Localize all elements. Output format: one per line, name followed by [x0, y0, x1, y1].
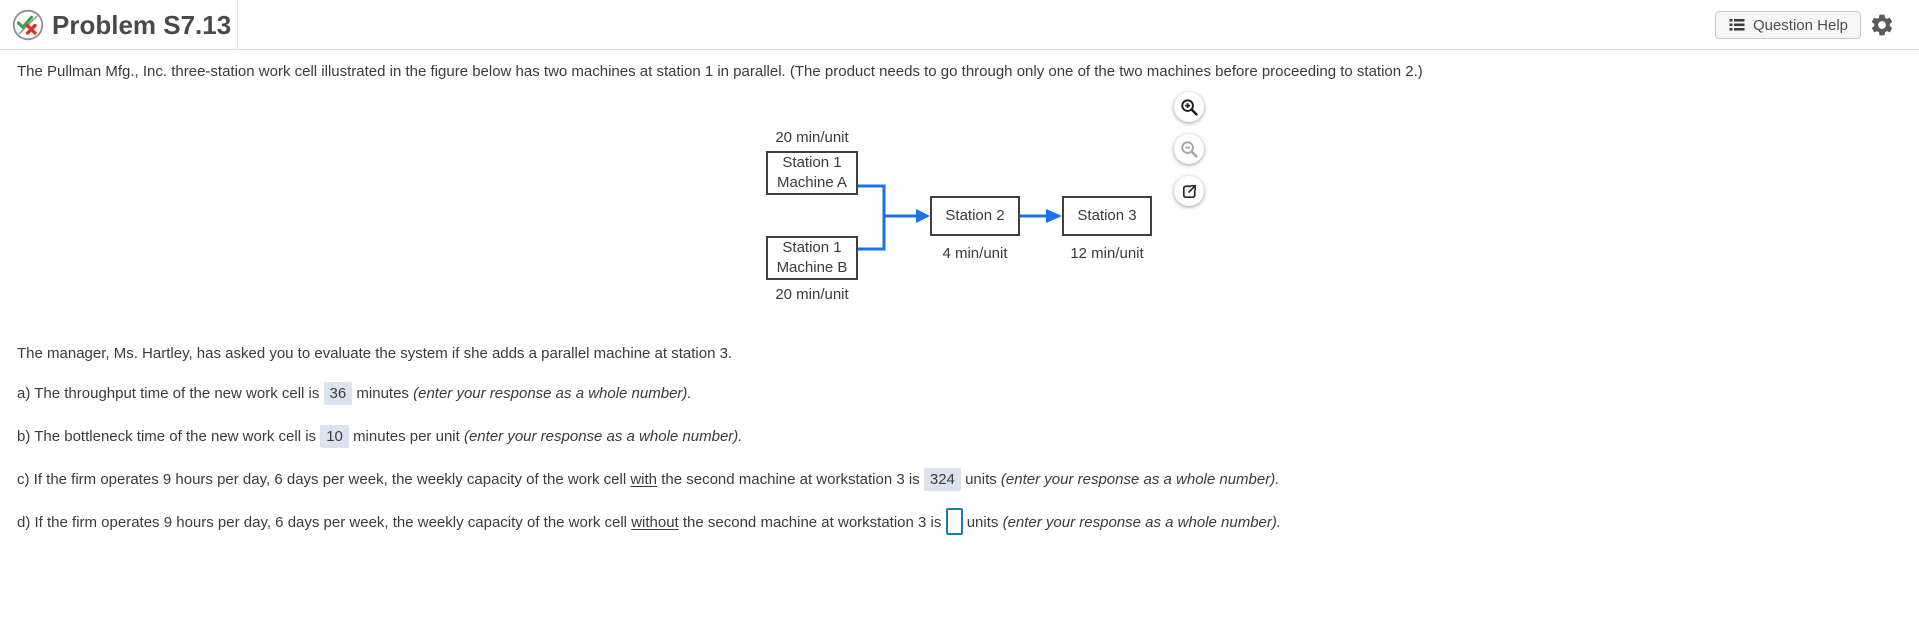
zoom-out-button[interactable]	[1174, 134, 1204, 164]
question-text: minutes	[356, 385, 409, 402]
question-text: d) If the firm operates 9 hours per day,…	[17, 514, 628, 531]
response-hint: (enter your response as a whole number).	[463, 428, 743, 445]
list-icon	[1728, 16, 1746, 34]
station2-box: Station 2	[930, 196, 1020, 236]
question-text: units	[966, 514, 999, 531]
problem-statement: The Pullman Mfg., Inc. three-station wor…	[17, 63, 1423, 80]
question-help-button[interactable]: Question Help	[1714, 11, 1861, 39]
question-text: minutes per unit	[353, 428, 460, 445]
response-hint: (enter your response as a whole number).	[1002, 514, 1282, 531]
machine-label: Machine A	[776, 174, 848, 191]
station3-rate-label: 12 min/unit	[1070, 245, 1144, 262]
page-title: Problem S7.13	[52, 10, 232, 40]
open-in-new-window-button[interactable]	[1174, 176, 1204, 206]
gear-icon[interactable]	[1869, 12, 1895, 38]
title-area	[0, 0, 238, 50]
question-text: b) The bottleneck time of the new work c…	[17, 428, 317, 445]
question-row-b: b) The bottleneck time of the new work c…	[17, 424, 742, 450]
station-label: Station 1	[782, 239, 842, 256]
answer-value-b[interactable]: 10	[320, 425, 349, 448]
answer-input-d[interactable]	[945, 508, 963, 536]
zoom-out-icon	[1180, 140, 1199, 159]
question-row-c: c) If the firm operates 9 hours per day,…	[17, 467, 1279, 493]
question-text: the second machine at workstation 3 is	[661, 471, 920, 488]
station-label: Station 3	[1077, 207, 1137, 224]
question-text: the second machine at workstation 3 is	[682, 514, 942, 531]
underlined-word: without	[631, 514, 679, 531]
header-bar: Problem S7.13 Question Help	[0, 0, 1919, 50]
station3-box: Station 3	[1062, 196, 1152, 236]
question-text: c) If the firm operates 9 hours per day,…	[17, 471, 627, 488]
machine-label: Machine B	[776, 259, 848, 276]
question-text: units	[965, 471, 997, 488]
manager-note: The manager, Ms. Hartley, has asked you …	[17, 345, 733, 362]
question-text: a) The throughput time of the new work c…	[17, 385, 320, 402]
station1-machine-b-box: Station 1 Machine B	[766, 236, 858, 280]
underlined-word: with	[630, 471, 658, 488]
machine-a-rate-label: 20 min/unit	[775, 129, 849, 146]
question-row-d: d) If the firm operates 9 hours per day,…	[17, 508, 1282, 536]
answer-value-a[interactable]: 36	[323, 382, 353, 405]
question-help-label: Question Help	[1752, 16, 1848, 34]
station2-rate-label: 4 min/unit	[942, 245, 1008, 262]
check-x-score-icon	[12, 9, 44, 41]
question-row-a: a) The throughput time of the new work c…	[17, 381, 692, 407]
zoom-in-icon	[1180, 98, 1199, 117]
station-label: Station 2	[945, 207, 1005, 224]
external-link-icon	[1180, 182, 1199, 201]
response-hint: (enter your response as a whole number).	[1000, 471, 1280, 488]
answer-value-c[interactable]: 324	[923, 468, 961, 491]
zoom-in-button[interactable]	[1174, 92, 1204, 122]
station-label: Station 1	[782, 154, 842, 171]
machine-b-rate-label: 20 min/unit	[775, 286, 849, 303]
response-hint: (enter your response as a whole number).	[413, 385, 692, 402]
station1-machine-a-box: Station 1 Machine A	[766, 151, 858, 195]
